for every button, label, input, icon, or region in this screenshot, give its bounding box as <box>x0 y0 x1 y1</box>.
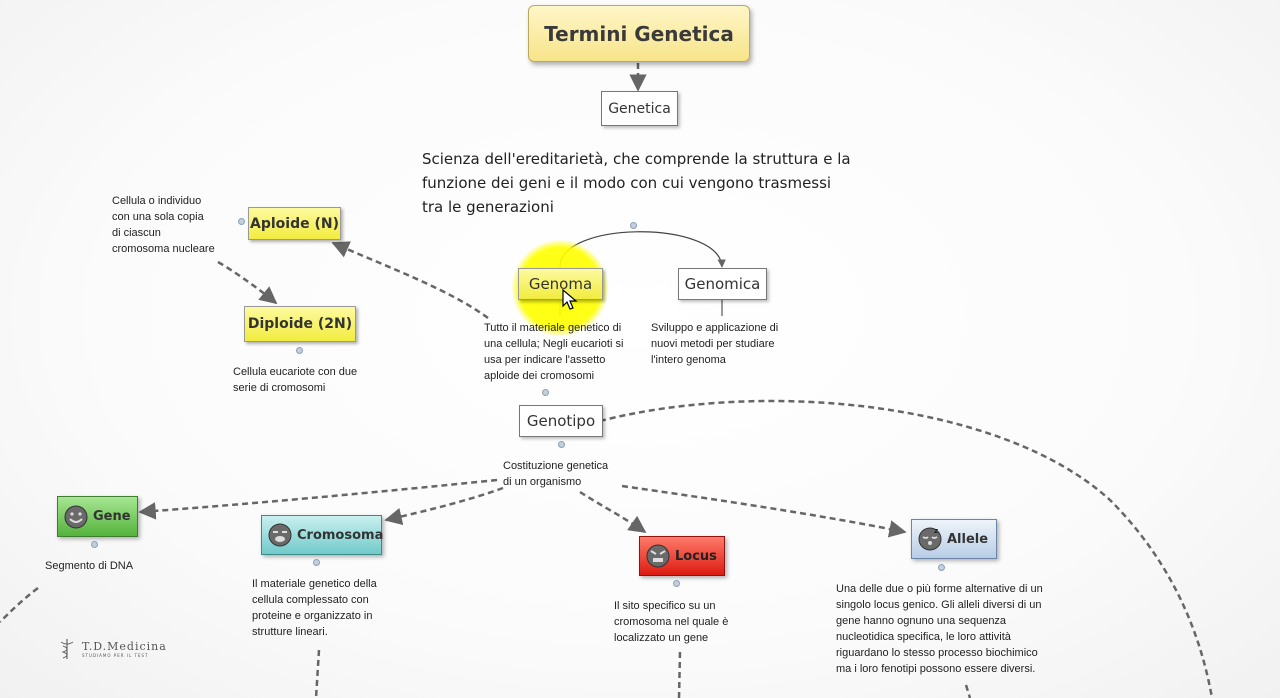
link-aploide-diploide <box>217 260 278 305</box>
link-genotipo-cromosoma <box>384 486 504 526</box>
desc-gene: Segmento di DNA <box>45 560 134 572</box>
node-genotipo[interactable]: Genotipo <box>519 405 603 437</box>
node-gene-label: Gene <box>93 509 131 524</box>
sleeping-face-icon: z <box>918 527 942 551</box>
title-node[interactable]: Termini Genetica <box>528 5 750 62</box>
desc-genomica: Sviluppo e applicazione di nuovi metodi … <box>651 322 779 366</box>
handle-genetica[interactable] <box>630 222 637 229</box>
node-gene[interactable]: Gene <box>57 496 138 537</box>
angry-face-icon <box>646 544 670 568</box>
link-gene-left-arc <box>0 587 39 623</box>
node-genoma[interactable]: Genoma <box>518 268 603 300</box>
node-locus[interactable]: Locus <box>639 536 725 576</box>
link-locus-down <box>677 651 682 698</box>
mouse-pointer-icon <box>562 289 578 310</box>
desc-genoma: Tutto il materiale genetico di una cellu… <box>484 322 624 382</box>
svg-text:z: z <box>934 527 938 535</box>
desc-locus: Il sito specifico su un cromosoma nel qu… <box>614 600 729 644</box>
handle-cromosoma[interactable] <box>313 559 320 566</box>
handle-gene[interactable] <box>91 541 98 548</box>
link-genotipo-allele <box>621 484 907 538</box>
smiley-face-icon <box>64 505 88 529</box>
desc-allele: Una delle due o più forme alternative di… <box>836 583 1043 675</box>
handle-genoma[interactable] <box>542 389 549 396</box>
node-aploide[interactable]: Aploide (N) <box>248 207 341 240</box>
crying-face-icon <box>268 523 292 547</box>
node-cromosoma-label: Cromosoma <box>297 527 384 543</box>
logo-name: T.D.Medicina <box>82 639 167 653</box>
handle-diploide[interactable] <box>296 347 303 354</box>
link-genotipo-locus <box>579 490 647 534</box>
link-genoma-aploide <box>331 241 489 320</box>
node-allele-label: Allele <box>947 531 989 547</box>
node-genomica[interactable]: Genomica <box>678 268 767 300</box>
link-genotipo-right-arc <box>599 399 1214 698</box>
desc-genetica: Scienza dell'ereditarietà, che comprende… <box>422 150 851 216</box>
handle-genotipo[interactable] <box>558 441 565 448</box>
link-genotipo-gene <box>138 478 498 520</box>
node-diploide[interactable]: Diploide (2N) <box>244 306 356 342</box>
caduceus-icon <box>60 639 74 659</box>
desc-aploide: Cellula o individuo con una sola copia d… <box>112 195 215 255</box>
node-allele[interactable]: z Allele <box>911 519 997 559</box>
node-locus-label: Locus <box>675 548 717 564</box>
node-cromosoma[interactable]: Cromosoma <box>261 515 384 555</box>
link-cromosoma-down <box>314 649 321 698</box>
handle-allele[interactable] <box>938 564 945 571</box>
desc-cromosoma: Il materiale genetico della cellula comp… <box>252 578 377 638</box>
desc-diploide: Cellula eucariote con due serie di cromo… <box>233 366 358 394</box>
logo-tagline: STUDIAMO PER IL TEST <box>82 652 149 658</box>
handle-aploide[interactable] <box>238 218 245 225</box>
node-genetica[interactable]: Genetica <box>601 91 678 126</box>
desc-genotipo: Costituzione genetica di un organismo <box>503 460 609 488</box>
td-medicina-logo: T.D.Medicina STUDIAMO PER IL TEST <box>58 638 167 660</box>
link-allele-down <box>964 684 972 698</box>
handle-locus[interactable] <box>673 580 680 587</box>
